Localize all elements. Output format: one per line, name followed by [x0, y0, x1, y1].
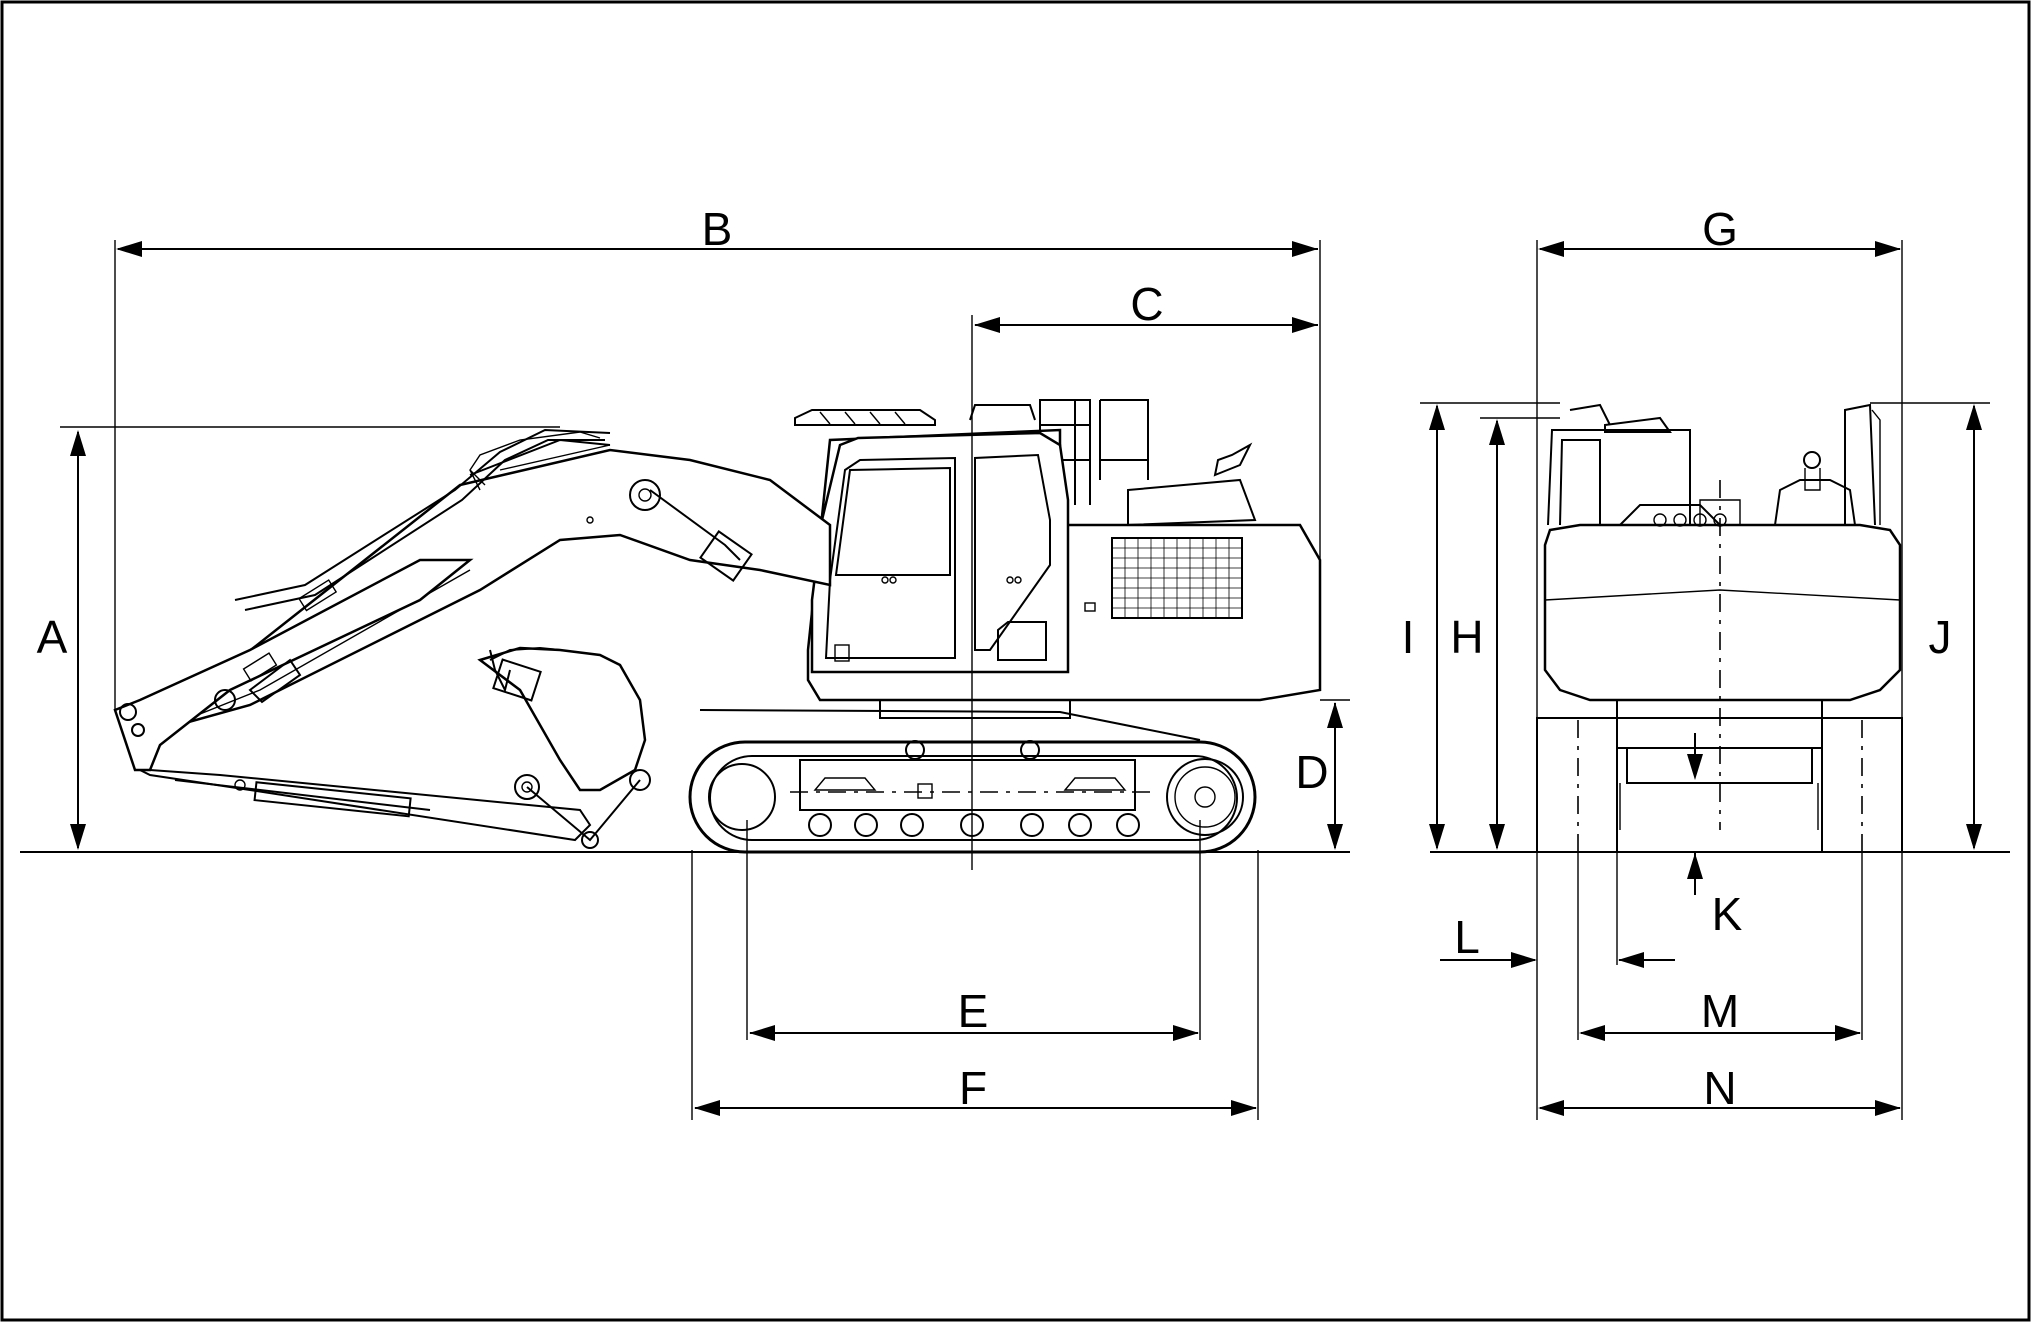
label-a: A	[37, 611, 68, 663]
rear-left-track	[1536, 717, 1618, 853]
label-d: D	[1295, 746, 1328, 798]
arm	[113, 558, 592, 842]
label-j: J	[1929, 611, 1952, 663]
dimension-labels: A B C D E F G H I J K L M N	[37, 203, 1952, 1114]
label-b: B	[702, 203, 733, 255]
rear-view-excavator	[1536, 403, 1903, 855]
bucket	[477, 646, 651, 849]
label-i: I	[1402, 611, 1415, 663]
dimension-lines	[60, 240, 1990, 1120]
track-rollers	[808, 813, 1140, 837]
label-g: G	[1702, 203, 1738, 255]
bucket-cylinder	[253, 781, 412, 818]
label-c: C	[1130, 278, 1163, 330]
label-h: H	[1450, 611, 1483, 663]
track-assembly	[688, 740, 1257, 854]
cab-roof-guard	[794, 409, 936, 426]
label-k: K	[1712, 888, 1743, 940]
handrail	[1039, 399, 1149, 505]
label-m: M	[1701, 985, 1739, 1037]
label-l: L	[1454, 911, 1480, 963]
grille-mesh	[1112, 538, 1242, 618]
label-e: E	[958, 985, 989, 1037]
swing-bearing	[879, 699, 1071, 719]
side-view-excavator	[113, 399, 1322, 854]
label-n: N	[1703, 1062, 1736, 1114]
hydraulic-lines	[234, 428, 611, 682]
rear-handrail	[1844, 403, 1876, 526]
operator-cab	[810, 431, 1070, 674]
counterweight	[1543, 523, 1902, 702]
label-f: F	[959, 1062, 987, 1114]
boom-cylinder	[699, 530, 753, 582]
exhaust-stack	[1213, 442, 1253, 477]
